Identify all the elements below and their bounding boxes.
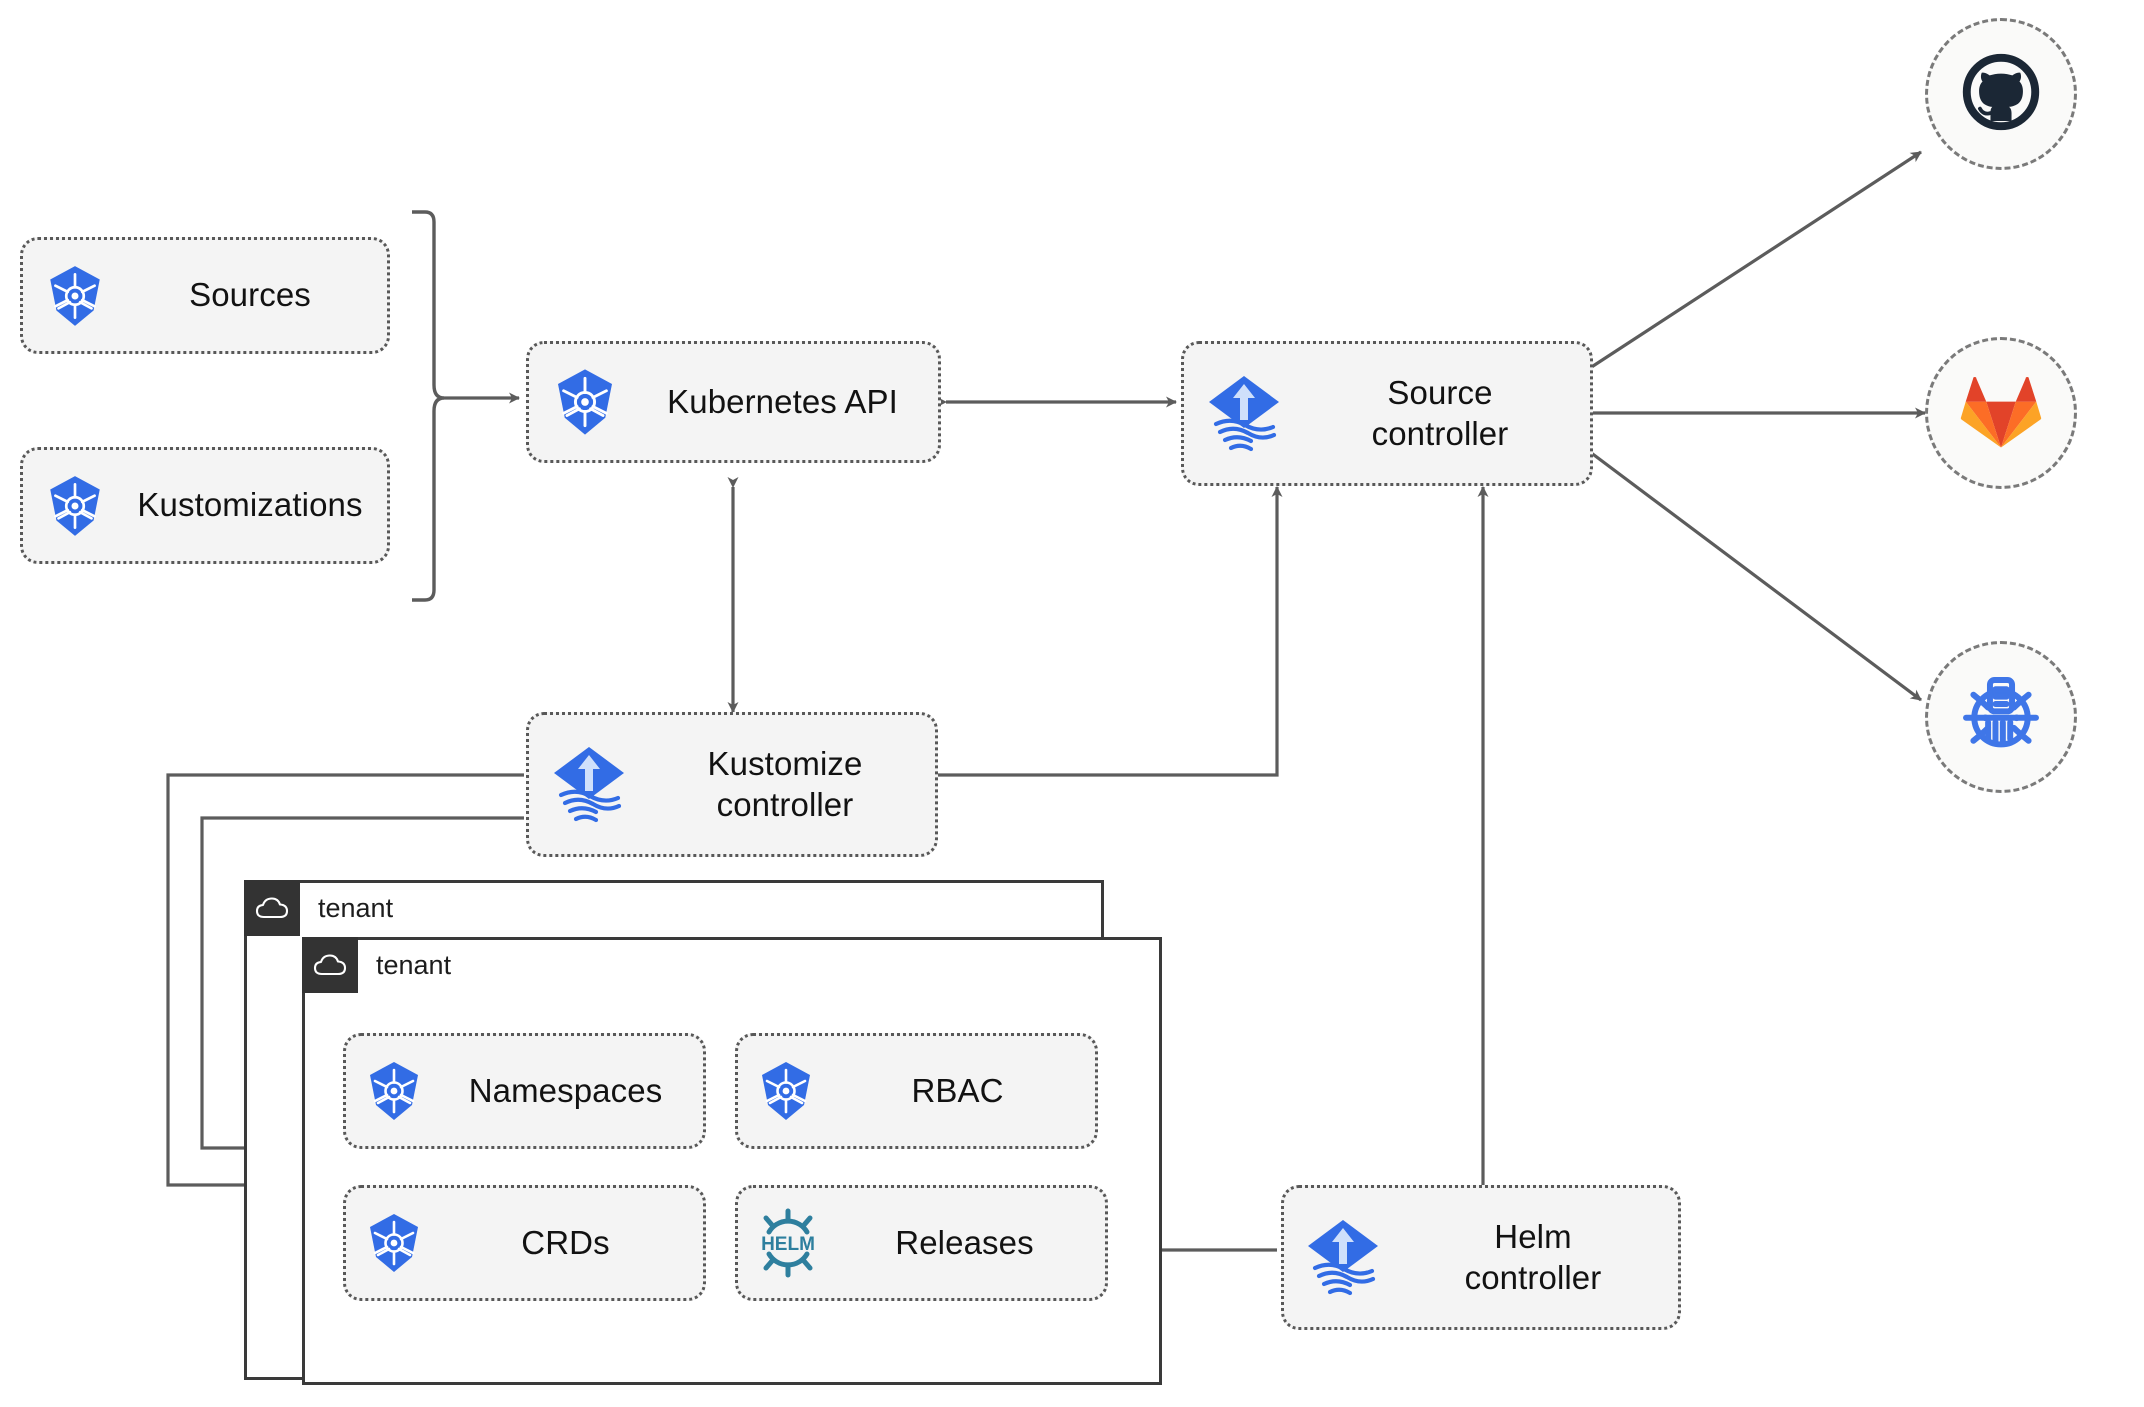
tenant-label: tenant [318,892,394,923]
node-label: RBAC [911,1071,1004,1109]
node-label: Releases [895,1223,1034,1261]
provider-github[interactable] [1925,18,2077,170]
svg-text:HELM: HELM [761,1234,815,1255]
node-label: CRDs [521,1223,610,1261]
provider-gitlab[interactable] [1925,337,2077,489]
cloud-icon [302,937,358,993]
cloud-icon [244,880,300,936]
node-label: Kustomize controller [707,745,863,823]
node-kubernetes-api[interactable]: Kubernetes API [526,341,941,463]
tenant-header: tenant [302,937,451,993]
kubernetes-icon [346,1059,442,1123]
kubernetes-icon [738,1059,834,1123]
provider-helm-repository[interactable] [1925,641,2077,793]
github-icon [1958,49,2044,140]
tenant-container-inner: tenant [302,937,1162,1385]
node-kustomize-controller[interactable]: Kustomize controller [526,712,938,857]
node-source-controller[interactable]: Source controller [1181,341,1593,486]
node-label: Kustomizations [137,486,363,524]
node-label: Sources [189,276,311,314]
node-rbac[interactable]: RBAC [735,1033,1098,1149]
node-sources[interactable]: Sources [20,237,390,354]
helm-repository-icon [1955,669,2047,766]
flux-icon [1184,370,1304,458]
tenant-header: tenant [244,880,393,936]
node-label: Helm controller [1464,1218,1602,1296]
node-label: Source controller [1371,374,1509,452]
gitlab-icon [1960,372,2042,455]
helm-icon: HELM [738,1208,838,1278]
node-label: Namespaces [468,1071,663,1109]
flux-icon [529,741,649,829]
node-helm-controller[interactable]: Helm controller [1281,1185,1681,1330]
node-crds[interactable]: CRDs [343,1185,706,1301]
node-releases[interactable]: HELM Releases [735,1185,1108,1301]
tenant-label: tenant [376,949,452,980]
kubernetes-icon [23,263,127,329]
node-namespaces[interactable]: Namespaces [343,1033,706,1149]
kubernetes-icon [346,1211,442,1275]
kubernetes-icon [23,473,127,539]
flux-icon [1284,1214,1402,1302]
node-label: Kubernetes API [667,382,898,420]
node-kustomizations[interactable]: Kustomizations [20,447,390,564]
kubernetes-icon [529,366,641,438]
